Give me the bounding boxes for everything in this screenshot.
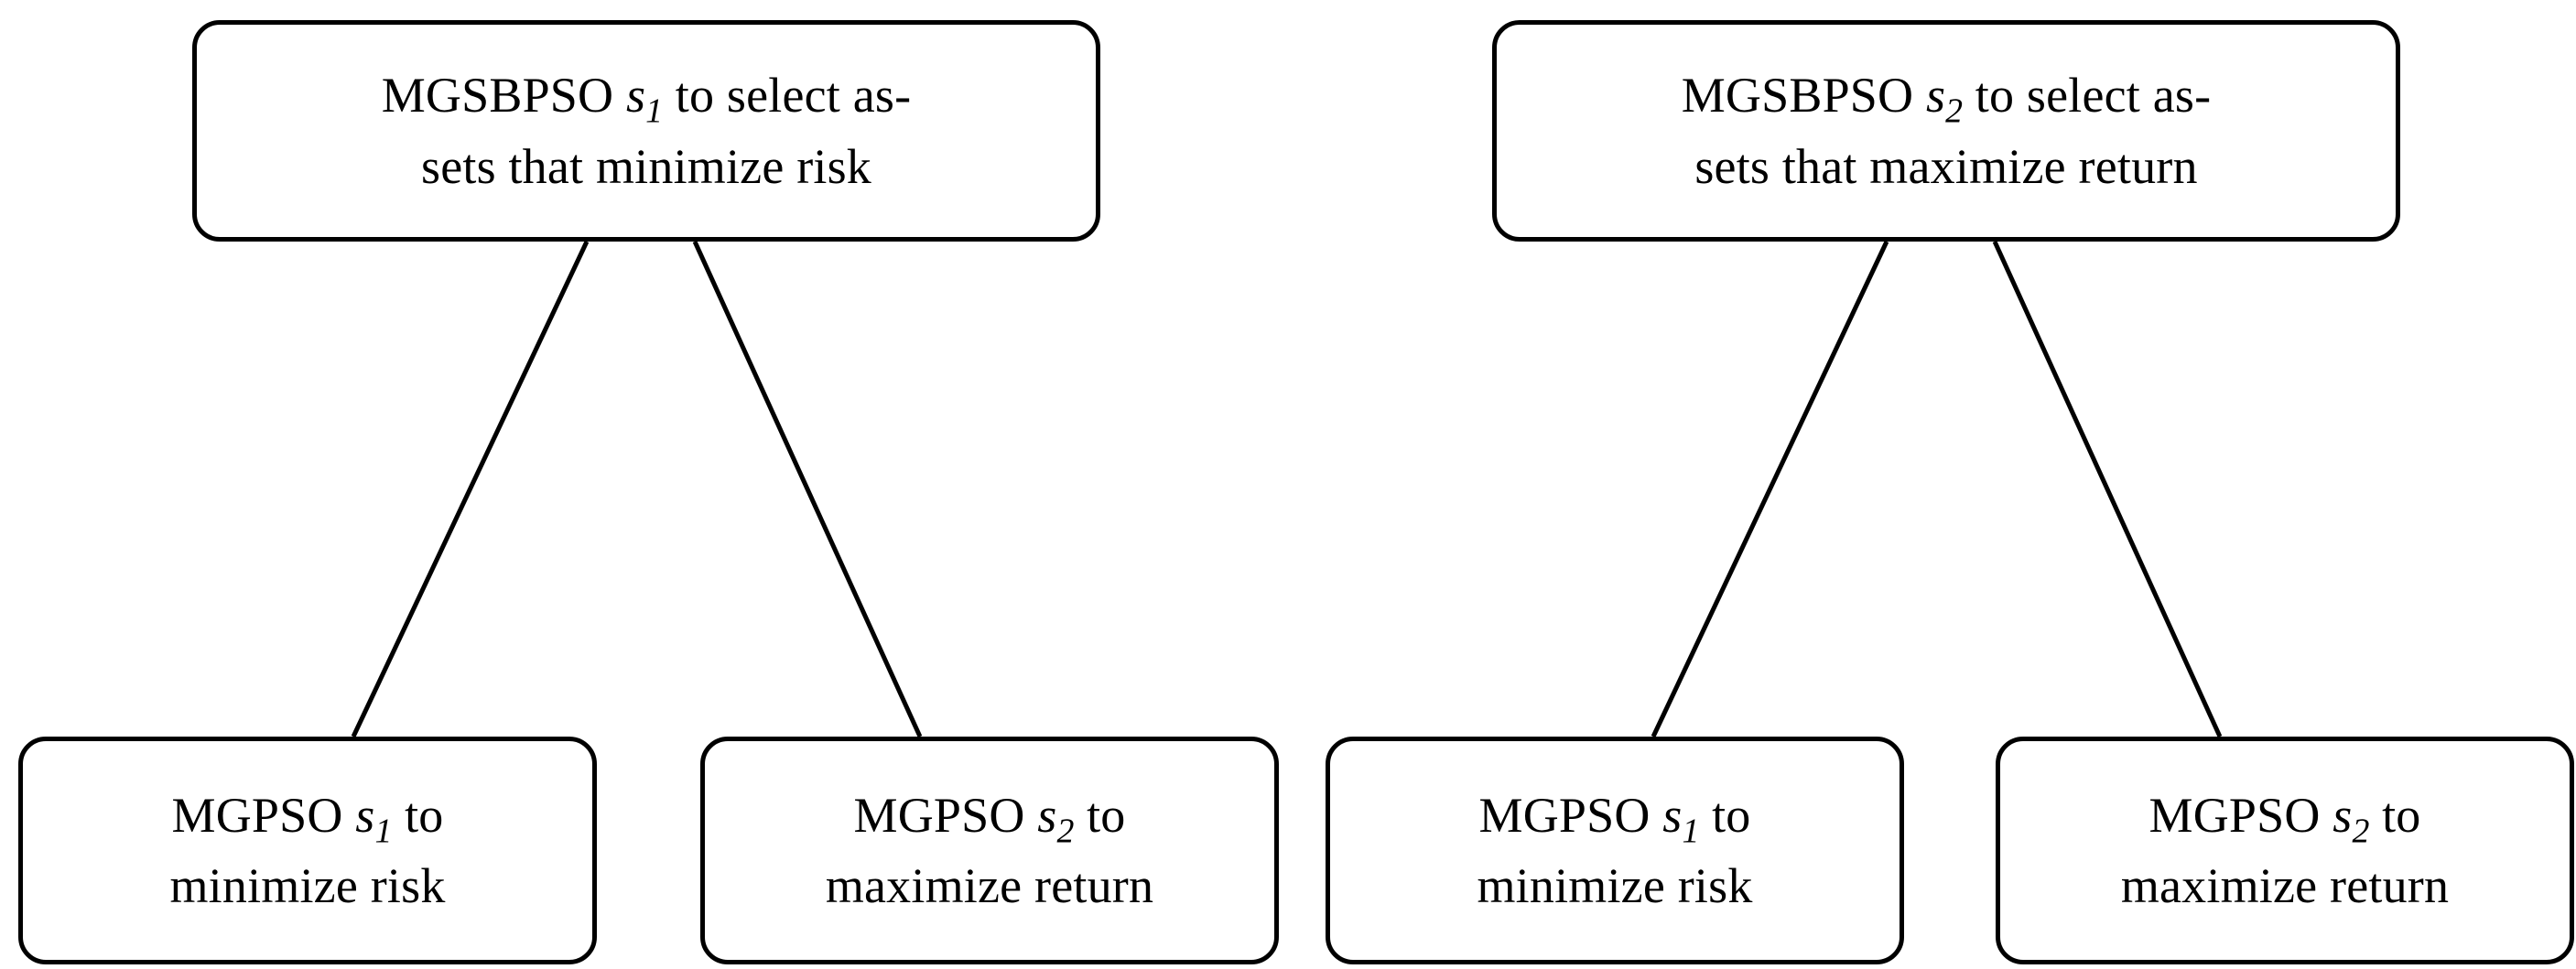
connector-parent-right-to-child-4 [1992, 240, 2223, 738]
node-label: MGSBPSO s1 to select as-sets that minimi… [381, 68, 912, 194]
connector-parent-left-to-child-1 [351, 240, 590, 738]
connector-parent-left-to-child-2 [692, 240, 923, 738]
node-mgsbpso-s2-select-assets-maximize-return[interactable]: MGSBPSO s2 to select as-sets that maximi… [1492, 20, 2400, 242]
connector-parent-right-to-child-3 [1651, 240, 1889, 738]
node-mgsbpso-s1-select-assets-minimize-risk[interactable]: MGSBPSO s1 to select as-sets that minimi… [192, 20, 1100, 242]
node-label: MGSBPSO s2 to select as-sets that maximi… [1681, 68, 2212, 194]
